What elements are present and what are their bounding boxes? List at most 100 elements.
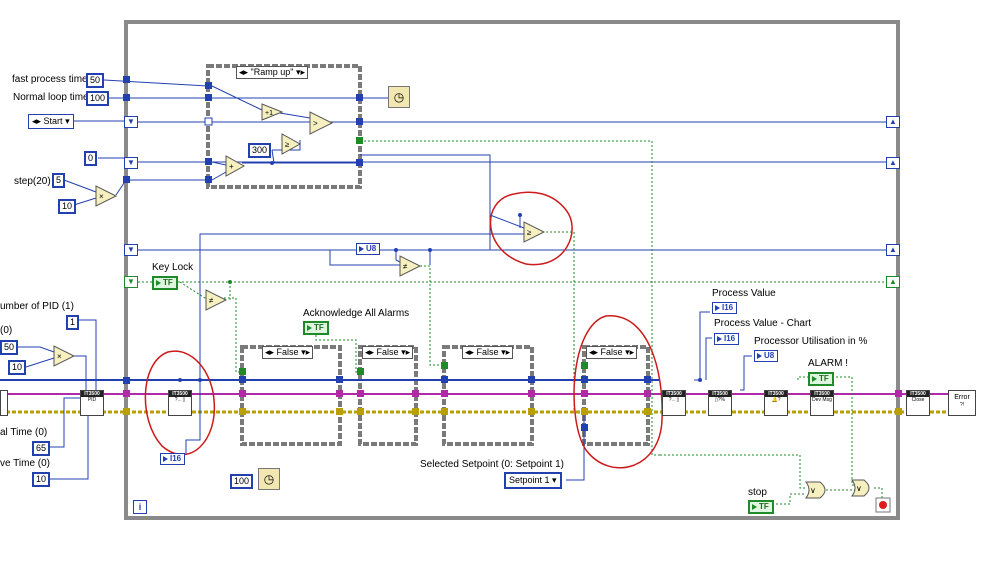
label-number-of-pid: umber of PID (1) — [0, 301, 74, 312]
i16-constant-left[interactable]: I16 — [160, 453, 186, 465]
integral-65-constant[interactable]: 65 — [32, 441, 51, 456]
simple-error-handler-subvi[interactable]: Error?! — [948, 390, 976, 416]
false-case-2-selector[interactable]: ◂▸ False ▾▸ — [362, 346, 414, 359]
u8-constant-upper[interactable]: U8 — [356, 243, 381, 255]
svg-text:≥: ≥ — [527, 228, 532, 237]
it3500-dev-msg-subvi-header: IT3500 — [811, 391, 833, 397]
it3500-read-subvi-icon: ?←▯ — [174, 397, 186, 403]
svg-text:≠: ≠ — [209, 296, 214, 305]
iteration-terminal: i — [133, 500, 147, 514]
error-handler-icon: ?! — [959, 402, 965, 408]
svg-text:+1: +1 — [265, 110, 273, 117]
false-case-3-selector[interactable]: ◂▸ False ▾▸ — [462, 346, 514, 359]
false-case-2-frame — [358, 345, 418, 446]
acknowledge-all-alarms-control[interactable]: TF — [303, 321, 329, 335]
shift-register-left-1: ▼ — [124, 116, 138, 128]
ramp-up-case-label: "Ramp up" — [250, 67, 294, 77]
setpoint-enum-value: Setpoint 1 — [509, 475, 550, 485]
multiplier-10-constant[interactable]: 10 — [58, 199, 77, 214]
not-equal-node-upper — [399, 255, 422, 277]
svg-text:>: > — [313, 119, 318, 128]
false-case-1-label: False — [276, 347, 299, 357]
label-step: step(20) — [14, 176, 51, 187]
label-normal-loop-time: Normal loop time — [13, 92, 89, 103]
stop-control[interactable]: TF — [748, 500, 774, 514]
ramp-up-case-selector[interactable]: ◂▸ "Ramp up" ▾▸ — [236, 66, 309, 79]
dev-msg-label: Dev Msg — [812, 397, 832, 403]
process-value-chart-indicator: I16 — [714, 333, 740, 345]
label-key-lock: Key Lock — [152, 262, 194, 273]
processor-utilisation-indicator: U8 — [754, 350, 779, 362]
it3500-write-subvi-header: IT3500 — [663, 391, 685, 397]
it3500-alarm-subvi[interactable]: IT3500🔔? — [764, 390, 788, 416]
wait-ms-node-top[interactable]: ◷ — [388, 86, 410, 108]
wait-ms-node-bottom[interactable]: ◷ — [258, 468, 280, 490]
start-enum-value: Start — [43, 116, 63, 126]
increment-node — [261, 103, 284, 121]
pid-number-constant[interactable]: 1 — [66, 315, 80, 330]
svg-text:+: + — [229, 162, 234, 171]
start-enum-constant[interactable]: ◂▸ Start ▾ — [28, 114, 74, 129]
annotation-circle-top — [489, 191, 573, 266]
label-processor-utilisation: Processor Utilisation in % — [754, 336, 868, 347]
process-value-indicator: I16 — [712, 302, 738, 314]
pid-subvi-header: IT3500 — [81, 391, 103, 397]
label-alarm: ALARM ! — [808, 358, 849, 369]
it3500-read-subvi[interactable]: IT3500?←▯ — [168, 390, 192, 416]
stop-icon — [879, 501, 887, 509]
threshold-300-constant[interactable]: 300 — [248, 143, 272, 158]
svg-text:×: × — [57, 352, 62, 361]
setpoint-enum-control[interactable]: Setpoint 1 ▾ — [504, 472, 562, 489]
false-case-4-selector[interactable]: ◂▸ False ▾▸ — [586, 346, 638, 359]
while-loop-frame — [124, 20, 900, 520]
false-case-4-frame — [582, 345, 650, 446]
false-case-2-label: False — [376, 347, 399, 357]
left-50-constant[interactable]: 50 — [0, 340, 19, 355]
svg-text:≠: ≠ — [403, 262, 408, 271]
multiply-node-pid — [53, 345, 76, 367]
label-stop: stop — [748, 487, 767, 498]
wait-100-constant[interactable]: 100 — [230, 474, 254, 489]
it3500-write-subvi-icon: ?←▯ — [668, 397, 680, 403]
left-10-constant[interactable]: 10 — [8, 360, 27, 375]
label-derivative-time: ve Time (0) — [0, 458, 51, 469]
it3500-process-subvi-header: IT3500 — [709, 391, 731, 397]
annotation-circle-right — [573, 315, 663, 469]
normal-loop-time-constant[interactable]: 100 — [86, 91, 110, 106]
svg-text:≥: ≥ — [285, 140, 290, 149]
shift-register-right-3: ▲ — [886, 244, 900, 256]
derivative-10-constant[interactable]: 10 — [32, 472, 51, 487]
shift-register-right-4: ▲ — [886, 276, 900, 288]
shift-register-left-2: ▼ — [124, 157, 138, 169]
zero-constant[interactable]: 0 — [84, 151, 98, 166]
error-label: Error — [954, 394, 970, 401]
annotation-circle-left — [144, 350, 216, 456]
false-case-1-selector[interactable]: ◂▸ False ▾▸ — [262, 346, 314, 359]
label-integral-time: al Time (0) — [0, 427, 48, 438]
it3500-write-subvi[interactable]: IT3500?←▯ — [662, 390, 686, 416]
label-process-value: Process Value — [712, 288, 776, 299]
it3500-process-subvi[interactable]: IT3500▯?% — [708, 390, 732, 416]
label-process-value-chart: Process Value - Chart — [714, 318, 812, 329]
false-case-4-label: False — [600, 347, 623, 357]
step-constant[interactable]: 5 — [52, 173, 66, 188]
false-case-1-frame — [240, 345, 342, 446]
shift-register-left-3: ▼ — [124, 244, 138, 256]
subvi-left-edge[interactable] — [0, 390, 8, 416]
select-node — [309, 111, 334, 135]
comparison-node-upper — [523, 221, 546, 243]
key-lock-control[interactable]: TF — [152, 276, 178, 290]
multiply-node-step — [95, 185, 118, 207]
or-node-alarm — [851, 479, 870, 497]
or-node-stop — [805, 481, 826, 499]
svg-text:∨: ∨ — [810, 486, 816, 495]
greater-equal-node — [281, 133, 302, 155]
add-node — [225, 155, 246, 177]
fast-process-time-constant[interactable]: 50 — [86, 73, 105, 88]
svg-text:∨: ∨ — [856, 484, 862, 493]
shift-register-left-4: ▼ — [124, 276, 138, 288]
label-left-zero: (0) — [0, 325, 13, 336]
